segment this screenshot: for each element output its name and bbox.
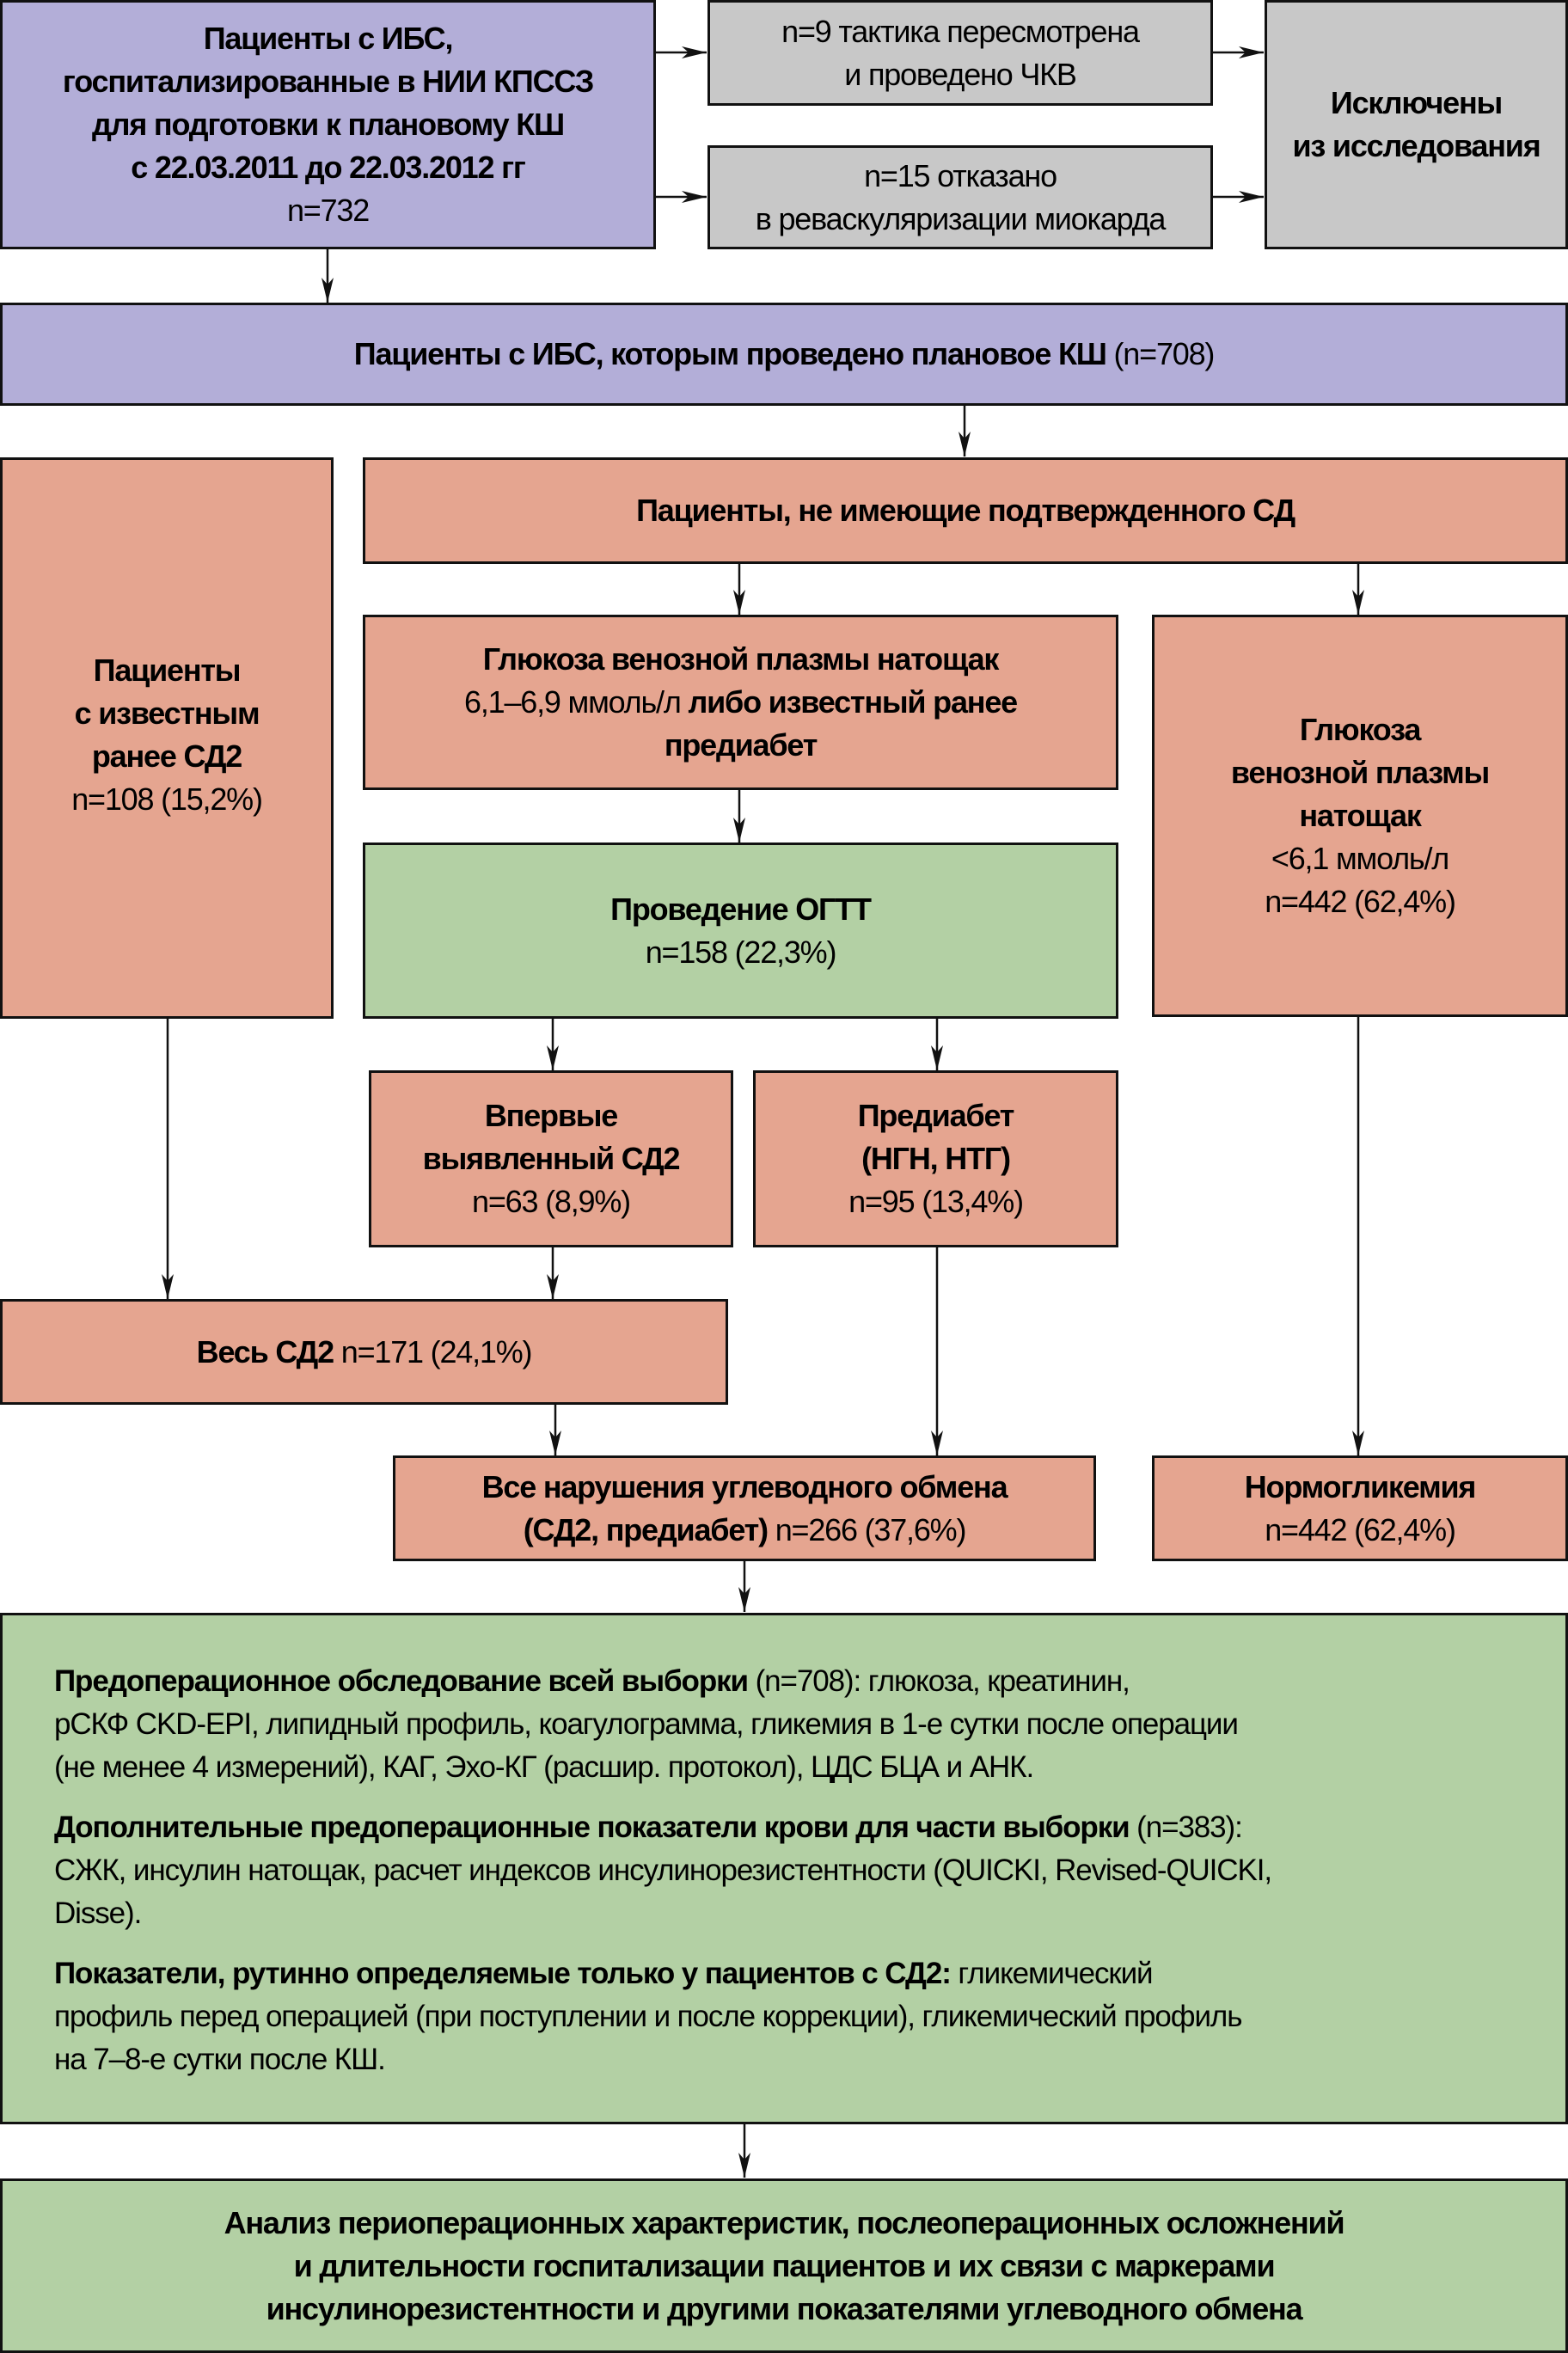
examination-paragraph-3: Показатели, рутинно определяемые только … <box>54 1952 1514 2081</box>
excluded-box: Исключены из исследования <box>1265 0 1568 249</box>
exam-p1-line-3: (не менее 4 измерений), КАГ, Эхо-КГ (рас… <box>54 1750 1034 1784</box>
cabg-patients-box: Пациенты с ИБС, которым проведено планов… <box>0 303 1568 406</box>
ogtt-count: n=158 (22,3%) <box>645 934 837 970</box>
hospitalized-line-2: госпитализированные в НИИ КПССЗ <box>62 64 594 99</box>
pci-line-2: и проведено ЧКВ <box>844 56 1077 92</box>
glucose-lt61-line-3: натощак <box>1299 798 1422 833</box>
glucose-61-69-line-2: 6,1–6,9 ммоль/л либо известный ранее <box>464 681 1018 724</box>
exam-p2-title: Дополнительные предоперационные показате… <box>54 1811 1130 1844</box>
new-dm2-line-2: выявленный СД2 <box>422 1141 681 1176</box>
ogtt-label: Проведение ОГТТ <box>610 891 872 927</box>
all-disorders-groups: (СД2, предиабет) <box>523 1511 769 1547</box>
glucose-61-69-line-3: предиабет <box>664 727 818 763</box>
known-dm2-line-2: с известным <box>74 695 260 731</box>
hospitalized-line-3: для подготовки к плановому КШ <box>92 107 565 142</box>
exam-p2-rest: (n=383): <box>1129 1811 1243 1844</box>
hospitalized-line-1: Пациенты с ИБС, <box>203 21 454 56</box>
known-dm2-line-1: Пациенты <box>93 653 242 688</box>
refused-box: n=15 отказано в реваскуляризации миокард… <box>707 145 1213 249</box>
all-dm2-title: Весь СД2 <box>196 1333 334 1370</box>
glucose-61-69-range: 6,1–6,9 ммоль/л <box>464 684 689 720</box>
normoglycemia-box: Нормогликемия n=442 (62,4%) <box>1152 1455 1568 1561</box>
glucose-61-69-or-known: либо известный ранее <box>688 684 1018 720</box>
analysis-box: Анализ периоперационных характеристик, п… <box>0 2178 1568 2353</box>
all-disorders-line-1: Все нарушения углеводного обмена <box>481 1468 1008 1504</box>
exam-p3-title: Показатели, рутинно определяемые только … <box>54 1957 952 1990</box>
hospitalized-count: n=732 <box>286 193 370 228</box>
exam-p2-line-3: Disse). <box>54 1896 142 1930</box>
all-dm2-label: Весь СД2 n=171 (24,1%) <box>196 1331 533 1374</box>
pci-line-1: n=9 тактика пересмотрена <box>781 13 1140 49</box>
all-disorders-count: n=266 (37,6%) <box>767 1511 967 1547</box>
prediabetes-line-1: Предиабет <box>857 1098 1015 1133</box>
excluded-line-2: из исследования <box>1292 128 1540 163</box>
pci-box: n=9 тактика пересмотрена и проведено ЧКВ <box>707 0 1213 106</box>
exam-p3-line-2: профиль перед операцией (при поступлении… <box>54 2000 1242 2033</box>
normoglycemia-count: n=442 (62,4%) <box>1265 1511 1456 1547</box>
glucose-61-69-box: Глюкоза венозной плазмы натощак 6,1–6,9 … <box>363 615 1118 790</box>
no-confirmed-dm-box: Пациенты, не имеющие подтвержденного СД <box>363 457 1568 564</box>
examination-paragraph-2: Дополнительные предоперационные показате… <box>54 1806 1514 1935</box>
all-disorders-line-2: (СД2, предиабет) n=266 (37,6%) <box>523 1509 967 1552</box>
refused-line-1: n=15 отказано <box>864 157 1057 193</box>
cabg-label: Пациенты с ИБС, которым проведено планов… <box>353 333 1216 376</box>
glucose-lt61-count: n=442 (62,4%) <box>1265 884 1456 919</box>
normoglycemia-label: Нормогликемия <box>1244 1468 1477 1504</box>
no-confirmed-dm-label: Пациенты, не имеющие подтвержденного СД <box>636 493 1295 528</box>
glucose-lt61-line-2: венозной плазмы <box>1230 755 1490 790</box>
exam-p1-line-2: рСКФ CKD-EPI, липидный профиль, коагулог… <box>54 1707 1239 1741</box>
prediabetes-box: Предиабет (НГН, НТГ) n=95 (13,4%) <box>753 1070 1118 1247</box>
known-dm2-box: Пациенты с известным ранее СД2 n=108 (15… <box>0 457 334 1019</box>
known-dm2-line-3: ранее СД2 <box>91 738 242 774</box>
all-disorders-box: Все нарушения углеводного обмена (СД2, п… <box>393 1455 1096 1561</box>
exam-p2-line-2: СЖК, инсулин натощак, расчет индексов ин… <box>54 1854 1272 1887</box>
exam-p1-rest: (n=708): глюкоза, креатинин, <box>747 1664 1130 1698</box>
prediabetes-count: n=95 (13,4%) <box>848 1184 1024 1219</box>
cabg-title: Пациенты с ИБС, которым проведено планов… <box>353 336 1107 371</box>
glucose-lt61-threshold: <6,1 ммоль/л <box>1271 841 1449 876</box>
glucose-61-69-line-1: Глюкоза венозной плазмы натощак <box>482 641 1000 677</box>
hospitalized-patients-box: Пациенты с ИБС, госпитализированные в НИ… <box>0 0 656 249</box>
new-dm2-box: Впервые выявленный СД2 n=63 (8,9%) <box>369 1070 733 1247</box>
all-dm2-count: n=171 (24,1%) <box>333 1333 533 1370</box>
ogtt-box: Проведение ОГТТ n=158 (22,3%) <box>363 843 1118 1019</box>
prediabetes-line-2: (НГН, НТГ) <box>861 1141 1011 1176</box>
glucose-lt61-box: Глюкоза венозной плазмы натощак <6,1 ммо… <box>1152 615 1568 1017</box>
glucose-lt61-line-1: Глюкоза <box>1299 712 1422 747</box>
exam-p3-line-3: на 7–8-е сутки после КШ. <box>54 2043 386 2076</box>
known-dm2-count: n=108 (15,2%) <box>71 781 263 817</box>
all-dm2-box: Весь СД2 n=171 (24,1%) <box>0 1299 728 1405</box>
analysis-line-3: инсулинорезистентности и другими показат… <box>266 2290 1303 2326</box>
new-dm2-count: n=63 (8,9%) <box>472 1184 631 1219</box>
excluded-line-1: Исключены <box>1330 85 1503 120</box>
exam-p1-title: Предоперационное обследование всей выбор… <box>54 1664 749 1698</box>
refused-line-2: в реваскуляризации миокарда <box>755 200 1167 236</box>
cabg-count: (n=708) <box>1106 336 1216 371</box>
exam-p3-rest: гликемический <box>950 1957 1153 1990</box>
analysis-line-2: и длительности госпитализации пациентов … <box>293 2247 1276 2283</box>
analysis-line-1: Анализ периоперационных характеристик, п… <box>224 2204 1345 2240</box>
hospitalized-line-4: с 22.03.2011 до 22.03.2012 гг <box>131 150 526 185</box>
examination-paragraph-1: Предоперационное обследование всей выбор… <box>54 1660 1514 1789</box>
examination-box: Предоперационное обследование всей выбор… <box>0 1613 1568 2124</box>
new-dm2-line-1: Впервые <box>484 1098 618 1133</box>
